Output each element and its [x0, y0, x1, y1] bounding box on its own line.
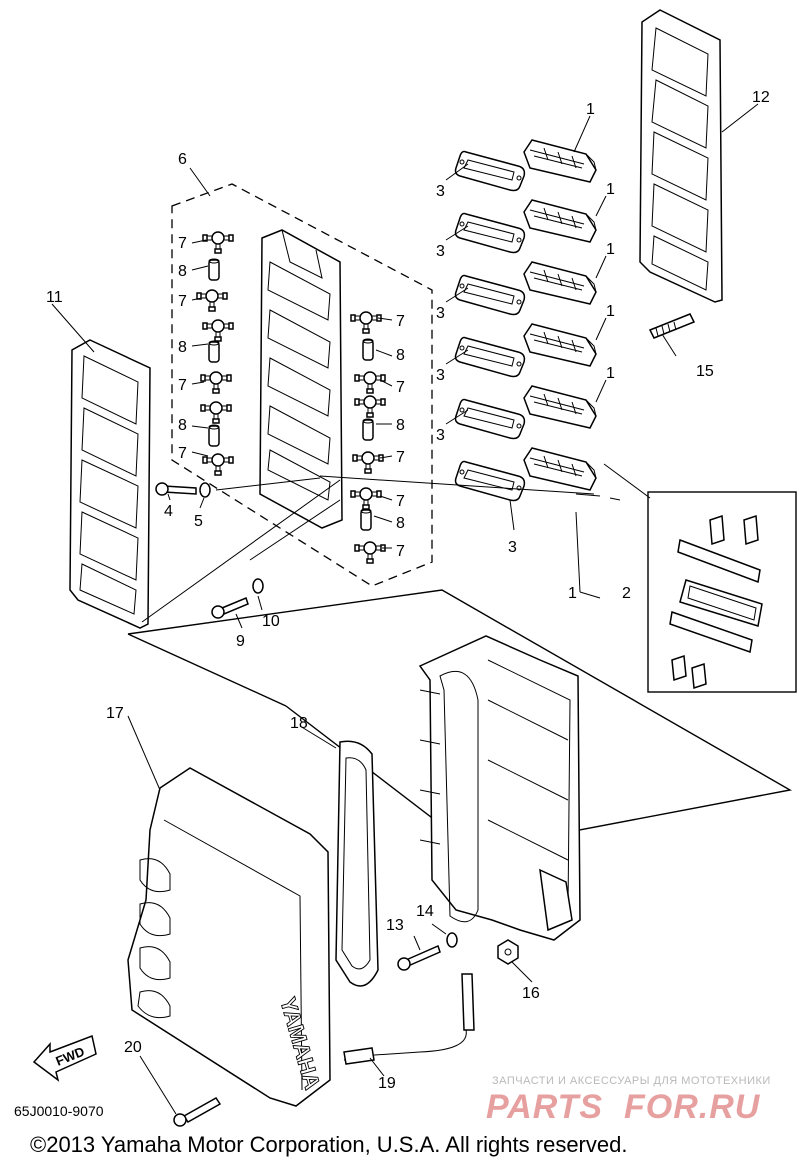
callout-20: 20 [124, 1039, 142, 1056]
intake-cover-17: YAMAHA [127, 767, 331, 1107]
callout-2: 2 [622, 585, 631, 602]
callout-13: 13 [386, 917, 404, 934]
callout-6: 6 [178, 151, 187, 168]
reed-valve-plate [259, 229, 343, 529]
callout-7i: 7 [396, 543, 405, 560]
callout-3d: 3 [436, 367, 445, 384]
callout-1e: 1 [606, 365, 615, 382]
callout-3e: 3 [436, 427, 445, 444]
bolt-9 [211, 596, 249, 619]
callout-11: 11 [46, 289, 63, 306]
callout-17: 17 [106, 705, 124, 722]
reed-valves-1 [523, 139, 597, 491]
callout-1c: 1 [606, 241, 615, 258]
watermark-tagline: ЗАПЧАСТИ И АКСЕССУАРЫ ДЛЯ МОТОТЕХНИКИ [492, 1075, 771, 1087]
copyright-notice: ©2013 Yamaha Motor Corporation, U.S.A. A… [30, 1132, 627, 1157]
callout-7f: 7 [396, 379, 405, 396]
callout-3f: 3 [508, 539, 517, 556]
callout-7a: 7 [178, 235, 187, 252]
callout-8b: 8 [178, 339, 187, 356]
fittings-right [350, 311, 386, 564]
fittings-left [196, 231, 234, 476]
watermark: ЗАПЧАСТИ И АКСЕССУАРЫ ДЛЯ МОТОТЕХНИКИ PA… [486, 1075, 771, 1126]
reed-detail-inset [647, 491, 797, 693]
callout-8a: 8 [178, 263, 187, 280]
callout-7h: 7 [396, 493, 405, 510]
callout-7b: 7 [178, 293, 187, 310]
gasket-12 [639, 9, 723, 303]
watermark-logo-right: FOR.RU [624, 1088, 761, 1126]
callout-4: 4 [164, 503, 173, 520]
callout-1d: 1 [606, 303, 615, 320]
callout-15: 15 [696, 363, 714, 380]
washer-14 [446, 932, 458, 948]
leader-lines [51, 103, 759, 1115]
hose-19 [343, 973, 475, 1065]
callout-18: 18 [290, 715, 308, 732]
mounting-reference-outline [127, 589, 792, 851]
gasket-18 [335, 740, 379, 987]
callout-14: 14 [416, 903, 434, 920]
reed-gaskets-3 [454, 150, 526, 502]
callout-1a: 1 [586, 101, 595, 118]
callout-8f: 8 [396, 515, 405, 532]
callout-3a: 3 [436, 183, 445, 200]
callout-8d: 8 [396, 347, 405, 364]
assembly-6-outline [171, 183, 433, 587]
washer-10 [252, 578, 264, 594]
bolt-20 [173, 1097, 222, 1127]
callout-5: 5 [194, 513, 203, 530]
callout-16: 16 [522, 985, 540, 1002]
callout-8e: 8 [396, 417, 405, 434]
gasket-11 [69, 339, 151, 629]
callout-7c: 7 [178, 377, 187, 394]
callout-1b: 1 [606, 181, 615, 198]
washer-5 [199, 482, 211, 498]
diagram-code: 65J0010-9070 [14, 1103, 104, 1119]
callout-3c: 3 [436, 305, 445, 322]
watermark-logo-left: PARTS [486, 1088, 603, 1126]
callout-7e: 7 [396, 313, 405, 330]
stud-bolt-15 [648, 313, 696, 339]
callout-1f: 1 [568, 585, 577, 602]
callout-3b: 3 [436, 243, 445, 260]
callout-7d: 7 [178, 445, 187, 462]
bolt-13 [397, 944, 441, 971]
crankcase-block [418, 635, 581, 941]
callout-19: 19 [378, 1075, 396, 1092]
callout-12: 12 [752, 89, 770, 106]
callout-10: 10 [262, 613, 280, 630]
fwd-arrow-icon: FWD [32, 1034, 97, 1082]
nut-16 [497, 939, 519, 965]
callout-8c: 8 [178, 417, 187, 434]
bolt-4 [155, 482, 197, 496]
callout-9: 9 [236, 633, 245, 650]
callout-numbers: 6 11 12 1 1 1 1 1 1 2 3 3 3 3 3 3 7 8 7 … [46, 89, 770, 1092]
callout-7g: 7 [396, 449, 405, 466]
